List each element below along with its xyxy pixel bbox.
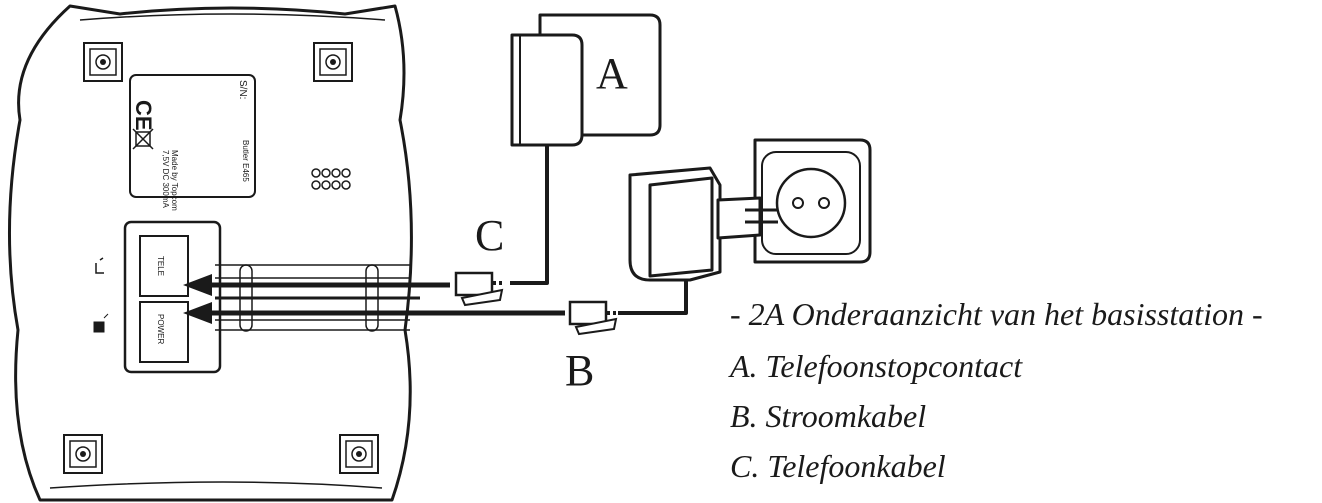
arrow-tele <box>183 274 450 296</box>
ce-mark: CE <box>131 100 156 131</box>
label-a: A <box>596 49 628 98</box>
power-adapter <box>628 166 778 282</box>
caption-item-b: B. Stroomkabel <box>730 398 927 434</box>
power-outlet <box>753 138 872 264</box>
base-station: CE S/N: Butler E465 7,5V DC 300mA Made b… <box>7 4 420 502</box>
screw-foot-top-left <box>83 42 123 82</box>
screw-foot-bottom-right <box>339 434 379 474</box>
telephone-cable <box>510 145 549 285</box>
telephone-plug <box>454 271 504 307</box>
model-label: Butler E465 <box>241 140 250 182</box>
screw-foot-top-right <box>313 42 353 82</box>
caption-item-a: A. Telefoonstopcontact <box>730 348 1023 384</box>
caption-item-c: C. Telefoonkabel <box>730 448 946 484</box>
weee-bin-icon <box>132 128 154 150</box>
caption-title: - 2A Onderaanzicht van het basisstation … <box>730 296 1263 332</box>
screw-foot-bottom-left <box>63 434 103 474</box>
power-plug <box>568 300 618 336</box>
telephone-wall-socket: A <box>510 13 662 147</box>
power-cable <box>618 280 688 315</box>
phone-line-icon <box>95 257 104 274</box>
power-plug-icon <box>93 313 109 333</box>
label-b: B <box>565 346 594 395</box>
cable-channels <box>215 264 420 332</box>
port-tele-label: TELE <box>156 256 165 276</box>
rating-label: CE S/N: Butler E465 7,5V DC 300mA Made b… <box>129 74 256 211</box>
port-block: TELE POWER <box>93 220 222 374</box>
serial-label: S/N: <box>237 80 248 99</box>
label-c: C <box>475 211 504 260</box>
rating-text: 7,5V DC 300mA <box>161 150 170 208</box>
speaker-holes <box>311 168 351 190</box>
made-by-text: Made by Topcom <box>170 150 179 211</box>
arrow-power <box>183 302 565 324</box>
port-power-label: POWER <box>156 314 165 344</box>
